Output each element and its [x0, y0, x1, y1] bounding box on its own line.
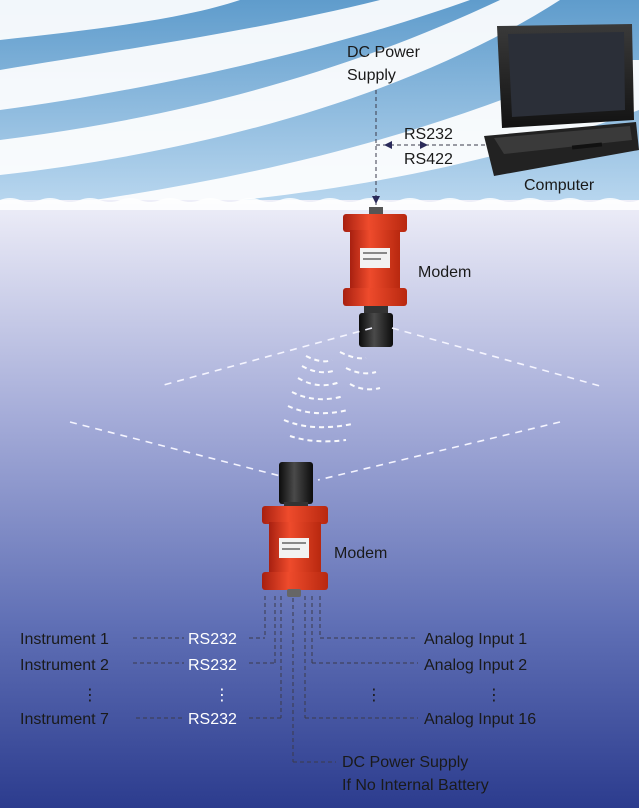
acoustic-signal-icon: [283, 351, 381, 443]
instrument-1-label: Instrument 1: [20, 631, 109, 648]
rs232-label: RS232: [404, 126, 453, 143]
port-ellipsis: ⋮: [214, 687, 230, 704]
instrument-7-port-label: RS232: [188, 711, 237, 728]
computer-label: Computer: [524, 177, 595, 194]
acoustic-beam-outline: [69, 327, 601, 481]
battery-power-label-line2: If No Internal Battery: [342, 777, 489, 794]
rs422-label: RS422: [404, 151, 453, 168]
link-arrow-left-icon: [384, 141, 392, 149]
analog-input-1-label: Analog Input 1: [424, 631, 527, 648]
instrument-2-port-label: RS232: [188, 657, 237, 674]
top-modem-label: Modem: [418, 264, 471, 281]
analog-input-16-label: Analog Input 16: [424, 711, 536, 728]
analog-ellipsis: ⋮: [486, 687, 502, 704]
top-modem-icon: [343, 207, 407, 347]
laptop-icon: [484, 24, 639, 176]
instrument-1-port-label: RS232: [188, 631, 237, 648]
instrument-7-label: Instrument 7: [20, 711, 109, 728]
input-wiring: [133, 596, 418, 763]
power-arrow-icon: [372, 196, 380, 204]
instrument-ellipsis: ⋮: [82, 687, 98, 704]
bottom-modem-label: Modem: [334, 545, 387, 562]
bottom-modem-icon: [262, 462, 328, 597]
middle-ellipsis: ⋮: [366, 687, 382, 704]
link-arrow-right-icon: [420, 141, 428, 149]
instrument-2-label: Instrument 2: [20, 657, 109, 674]
battery-power-label-line1: DC Power Supply: [342, 754, 468, 771]
power-supply-label-line1: DC Power: [347, 44, 421, 61]
analog-input-2-label: Analog Input 2: [424, 657, 527, 674]
water-surface: [0, 198, 639, 210]
water-background: [0, 200, 639, 808]
power-supply-label-line2: Supply: [347, 67, 396, 84]
